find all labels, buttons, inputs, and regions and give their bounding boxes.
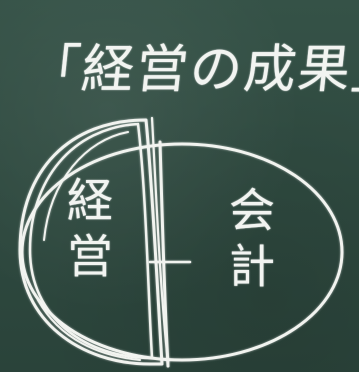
right-section-label: 会計 bbox=[222, 186, 276, 298]
left-section-label: 経営 bbox=[60, 176, 114, 288]
outer-circle bbox=[20, 142, 344, 362]
board-title: 「経営の成果」 bbox=[24, 40, 359, 100]
left-half-outline-5 bbox=[37, 299, 141, 361]
left-half-outline-1 bbox=[18, 118, 164, 366]
left-half-outline-2 bbox=[28, 122, 154, 360]
left-half-outline-4 bbox=[43, 131, 129, 241]
divider-line bbox=[158, 140, 170, 368]
